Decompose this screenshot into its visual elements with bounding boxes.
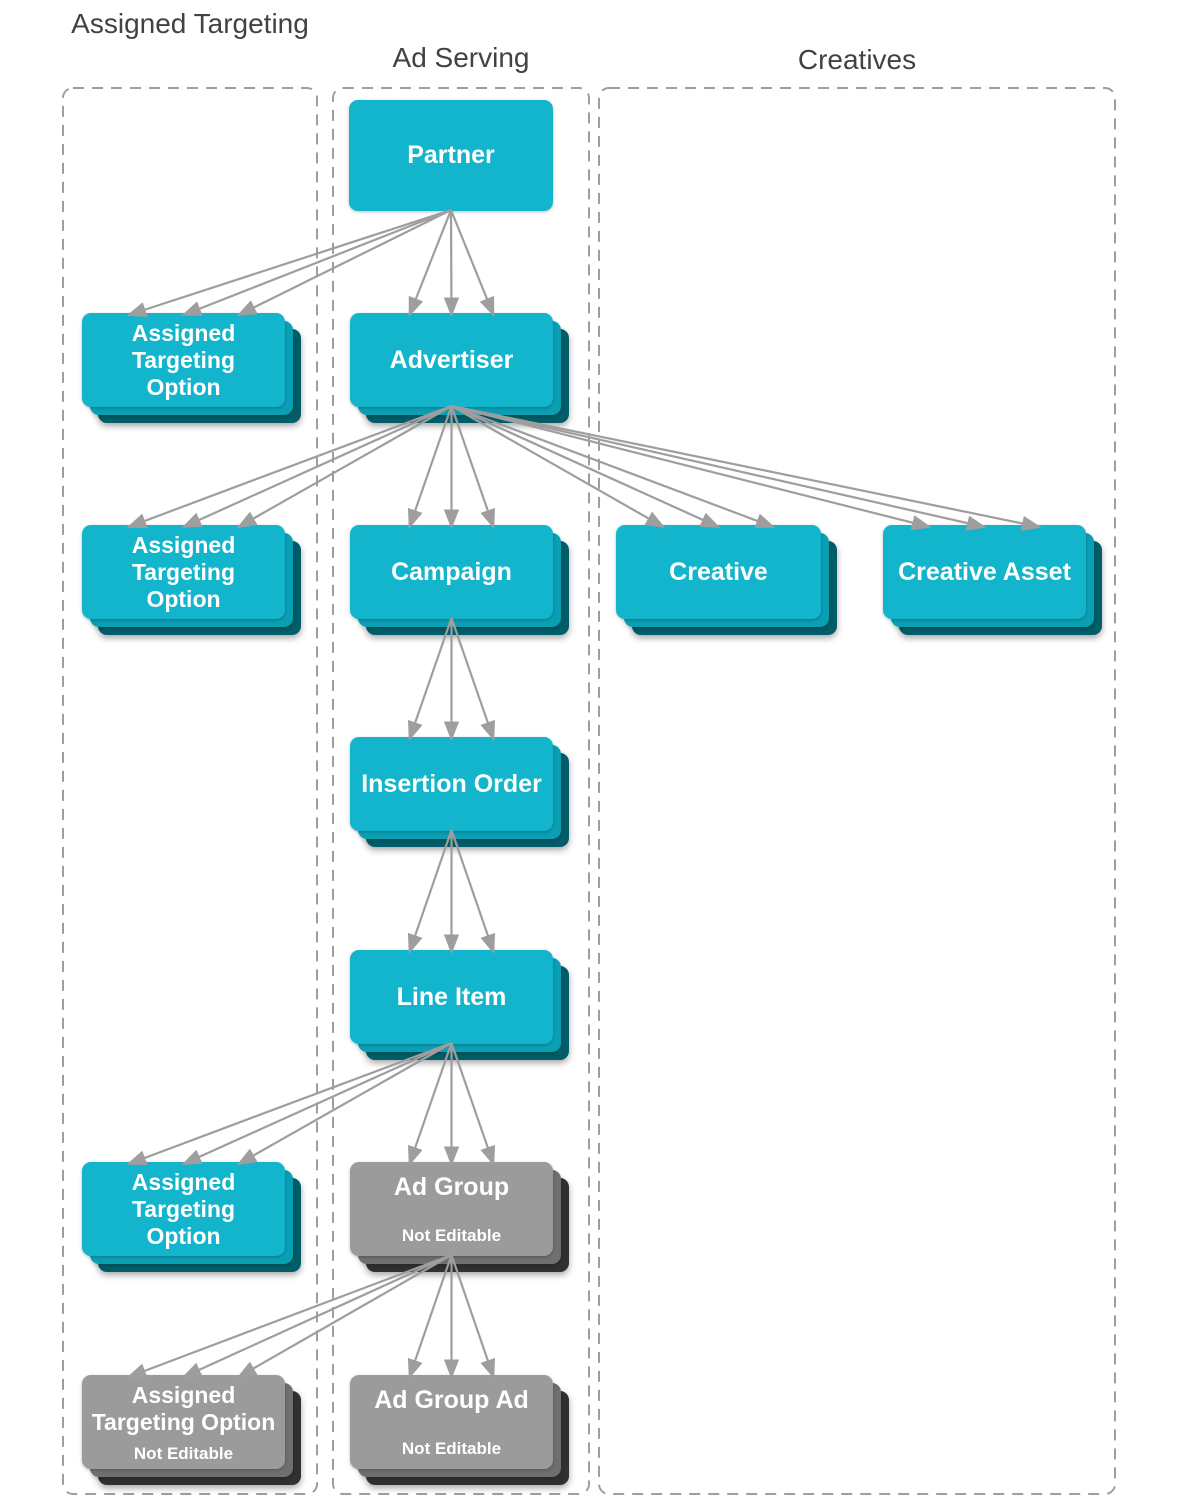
node-ato4-sublabel: Not Editable: [133, 1443, 234, 1463]
node-ato2-label: Assigned Targeting Option: [131, 531, 236, 612]
node-ato3-box: Assigned Targeting Option: [82, 1162, 285, 1256]
column-header-ad-serving: Ad Serving: [392, 42, 530, 73]
arrow-partner-to-advertiser: [443, 209, 460, 318]
arrow-advertiser-to-creative: [450, 405, 666, 529]
node-ato2: Assigned Targeting Option: [82, 525, 301, 635]
node-insertion_order: Insertion Order: [350, 737, 569, 847]
arrow-ad_group-to-ato4: [236, 1254, 453, 1379]
node-advertiser: Advertiser: [350, 313, 569, 423]
node-line_item-label: Line Item: [396, 982, 507, 1011]
assigned-targeting-column: [62, 87, 318, 1495]
node-campaign: Campaign: [350, 525, 569, 635]
node-creative-box: Creative: [616, 525, 821, 619]
arrow-insertion_order-to-line_item: [450, 829, 496, 955]
arrow-partner-to-ato1: [181, 208, 452, 317]
arrow-advertiser-to-campaign: [407, 405, 453, 530]
node-ato1: Assigned Targeting Option: [82, 313, 301, 423]
arrow-campaign-to-insertion_order: [407, 617, 453, 742]
arrow-ad_group-to-ato4: [181, 1253, 452, 1379]
column-header-creatives: Creatives: [797, 44, 917, 75]
arrow-advertiser-to-creative_asset: [451, 404, 987, 531]
node-ad_group_ad-sublabel: Not Editable: [401, 1439, 502, 1458]
node-ad_group-label: Ad Group: [393, 1173, 510, 1201]
node-ato3: Assigned Targeting Option: [82, 1162, 301, 1272]
arrow-advertiser-to-campaign: [450, 405, 496, 530]
node-ad_group_ad: Ad Group Ad Not Editable: [350, 1375, 569, 1485]
node-creative-label: Creative: [669, 557, 768, 586]
node-ad_group_ad-label: Ad Group Ad: [374, 1386, 529, 1414]
node-creative_asset: Creative Asset: [883, 525, 1102, 635]
arrow-line_item-to-ato3: [236, 1042, 453, 1166]
arrow-advertiser-to-ato2: [236, 405, 453, 529]
node-campaign-label: Campaign: [391, 557, 512, 586]
arrow-advertiser-to-ato2: [126, 404, 452, 529]
arrow-partner-to-advertiser: [449, 209, 495, 318]
node-ato3-label: Assigned Targeting Option: [131, 1168, 236, 1249]
arrow-advertiser-to-ato2: [181, 404, 452, 529]
arrow-line_item-to-ato3: [126, 1041, 452, 1166]
node-creative_asset-box: Creative Asset: [883, 525, 1086, 619]
node-line_item: Line Item: [350, 950, 569, 1060]
node-partner: Partner: [349, 100, 553, 211]
arrow-insertion_order-to-line_item: [407, 829, 453, 955]
arrow-ad_group-to-ad_group_ad: [450, 1254, 496, 1380]
node-ato2-box: Assigned Targeting Option: [82, 525, 285, 619]
arrow-line_item-to-ato3: [181, 1041, 452, 1166]
arrow-advertiser-to-creative_asset: [451, 404, 1042, 531]
arrow-ad_group-to-ad_group_ad: [407, 1254, 453, 1380]
creatives-column: [598, 87, 1116, 1495]
arrow-line_item-to-ad_group: [407, 1042, 453, 1167]
node-insertion_order-box: Insertion Order: [350, 737, 553, 831]
column-header-assigned-targeting: Assigned Targeting: [71, 8, 309, 39]
node-line_item-box: Line Item: [350, 950, 553, 1044]
node-creative: Creative: [616, 525, 837, 635]
node-insertion_order-label: Insertion Order: [361, 769, 542, 798]
node-ato4-label: Assigned Targeting Option: [91, 1381, 276, 1435]
node-ad_group_ad-box: Ad Group Ad Not Editable: [350, 1375, 553, 1469]
node-ad_group-sublabel: Not Editable: [401, 1226, 502, 1245]
node-partner-label: Partner: [407, 141, 495, 169]
arrow-partner-to-ato1: [236, 209, 452, 316]
arrow-ad_group-to-ato4: [126, 1253, 452, 1379]
arrow-advertiser-to-creative: [451, 404, 776, 529]
node-creative_asset-label: Creative Asset: [898, 557, 1071, 586]
arrow-campaign-to-insertion_order: [450, 617, 496, 742]
arrow-line_item-to-ad_group: [450, 1042, 496, 1167]
node-advertiser-label: Advertiser: [389, 345, 514, 374]
arrow-advertiser-to-creative: [451, 404, 721, 529]
node-partner-box: Partner: [349, 100, 553, 211]
node-advertiser-box: Advertiser: [350, 313, 553, 407]
node-ato1-box: Assigned Targeting Option: [82, 313, 285, 407]
node-campaign-box: Campaign: [350, 525, 553, 619]
arrow-partner-to-advertiser: [408, 209, 453, 318]
node-ato1-label: Assigned Targeting Option: [131, 319, 236, 400]
arrow-advertiser-to-creative_asset: [451, 404, 932, 531]
arrow-partner-to-ato1: [126, 208, 452, 317]
